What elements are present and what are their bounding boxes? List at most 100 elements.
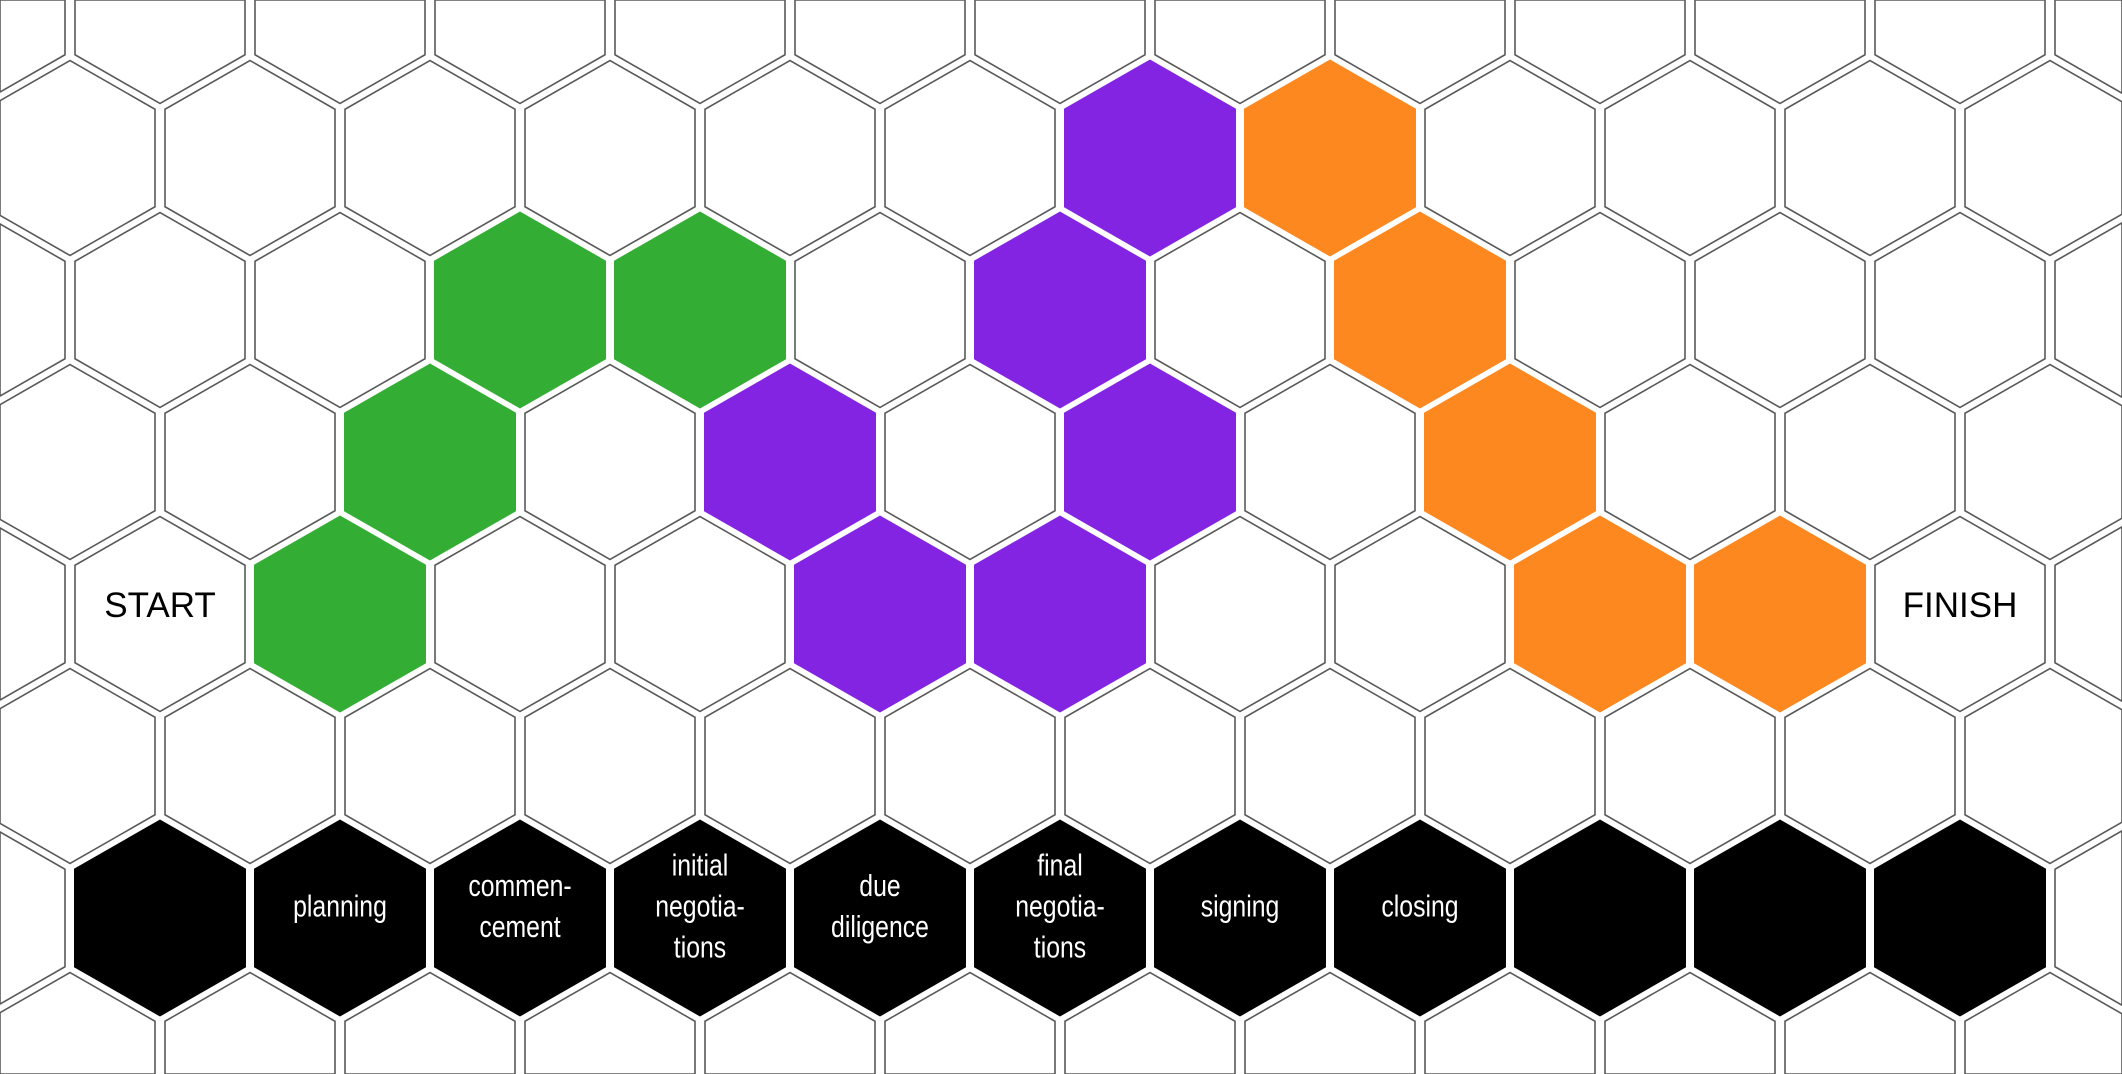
empty-hex-cell xyxy=(704,59,876,257)
empty-hex-cell xyxy=(524,363,696,561)
stage-hex-cell xyxy=(254,819,426,1017)
empty-hex-cell xyxy=(0,667,156,865)
empty-hex-cell xyxy=(1784,363,1956,561)
stage-label-initialnegotiations-line: tions xyxy=(673,929,727,965)
purple-path-cell xyxy=(974,211,1146,409)
empty-hex-cell xyxy=(1424,667,1596,865)
purple-path-cell xyxy=(1064,59,1236,257)
stage-label-commencement-line: cement xyxy=(479,909,561,944)
empty-hex-cell xyxy=(344,971,516,1074)
empty-hex-cell xyxy=(74,211,246,409)
empty-hex-cell xyxy=(1514,211,1686,409)
empty-hex-cell xyxy=(1604,363,1776,561)
stage-label-initialnegotiations-line: negotia- xyxy=(655,888,745,924)
empty-hex-cell xyxy=(1154,515,1326,713)
stage-hex-cell xyxy=(974,819,1146,1017)
finish-label-line: FINISH xyxy=(1902,586,2018,625)
empty-hex-cell xyxy=(164,971,336,1074)
empty-hex-cell xyxy=(1154,0,1326,105)
stage-hex-cell xyxy=(1694,819,1866,1017)
stage-label-finalnegotiations-line: tions xyxy=(1033,929,1087,965)
empty-hex-cell xyxy=(344,667,516,865)
orange-path-cell xyxy=(1334,211,1506,409)
stage-label-initialnegotiations-line: initial xyxy=(671,847,729,883)
empty-hex-cell xyxy=(1514,0,1686,105)
purple-path-cell xyxy=(1064,363,1236,561)
empty-hex-cell xyxy=(974,0,1146,105)
stage-hex-cell xyxy=(1874,819,2046,1017)
empty-hex-cell xyxy=(0,831,66,1005)
start-label-line: START xyxy=(104,586,216,625)
stage-label-commencement: commen-cement xyxy=(455,865,584,947)
empty-hex-cell xyxy=(1784,667,1956,865)
stage-label-commencement-line: commen- xyxy=(468,868,572,903)
empty-hex-cell xyxy=(74,515,246,713)
purple-path-cell xyxy=(974,515,1146,713)
empty-hex-cell xyxy=(254,211,426,409)
stage-hex-cell xyxy=(794,819,966,1017)
stage-hex-cell xyxy=(434,819,606,1017)
stage-label-finalnegotiations-line: negotia- xyxy=(1015,888,1105,924)
stage-label-initialnegotiations: initial negotia-tions xyxy=(644,845,756,968)
empty-hex-cell xyxy=(164,667,336,865)
empty-hex-cell xyxy=(794,211,966,409)
stage-label-closing-line: closing xyxy=(1381,888,1459,924)
orange-path-cell xyxy=(1244,59,1416,257)
empty-hex-cell xyxy=(794,0,966,105)
empty-hex-cell xyxy=(1244,667,1416,865)
empty-hex-cell xyxy=(1154,211,1326,409)
empty-hex-cell xyxy=(1604,667,1776,865)
empty-hex-cell xyxy=(1694,0,1866,105)
stage-hex-cell xyxy=(1334,819,1506,1017)
empty-hex-cell xyxy=(1424,59,1596,257)
empty-hex-cell xyxy=(1874,515,2046,713)
empty-hex-cell xyxy=(1964,667,2122,865)
empty-hex-cell xyxy=(884,971,1056,1074)
empty-hex-cell xyxy=(1244,971,1416,1074)
purple-path-cell xyxy=(794,515,966,713)
green-path-cell xyxy=(434,211,606,409)
finish-label: FINISH xyxy=(1903,586,2018,626)
empty-hex-cell xyxy=(704,667,876,865)
empty-hex-cell xyxy=(704,971,876,1074)
empty-hex-cell xyxy=(254,0,426,105)
stage-label-signing: signing xyxy=(1191,886,1289,927)
empty-hex-cell xyxy=(164,363,336,561)
empty-hex-cell xyxy=(524,59,696,257)
empty-hex-cell xyxy=(1244,363,1416,561)
stage-label-planning: planning xyxy=(281,886,398,927)
empty-hex-cell xyxy=(434,0,606,105)
empty-hex-cell xyxy=(164,59,336,257)
stage-label-duediligence-line: diligence xyxy=(831,909,929,944)
empty-hex-cell xyxy=(0,0,66,93)
green-path-cell xyxy=(254,515,426,713)
empty-hex-cell xyxy=(1784,59,1956,257)
stage-label-signing-line: signing xyxy=(1200,888,1280,924)
empty-hex-cell xyxy=(1064,971,1236,1074)
empty-hex-cell xyxy=(0,223,66,397)
stage-label-closing: closing xyxy=(1372,886,1469,927)
empty-hex-cell xyxy=(614,0,786,105)
empty-hex-cell xyxy=(1604,971,1776,1074)
empty-hex-cell xyxy=(1064,667,1236,865)
empty-hex-cell xyxy=(0,59,156,257)
stage-hex-cell xyxy=(1154,819,1326,1017)
empty-hex-cell xyxy=(0,527,66,701)
empty-hex-cell xyxy=(1964,971,2122,1074)
empty-hex-cell xyxy=(884,667,1056,865)
empty-hex-cell xyxy=(1604,59,1776,257)
stage-hex-cell xyxy=(1514,819,1686,1017)
purple-path-cell xyxy=(704,363,876,561)
empty-hex-cell xyxy=(1694,211,1866,409)
empty-hex-cell xyxy=(2054,829,2122,1007)
green-path-cell xyxy=(344,363,516,561)
empty-hex-cell xyxy=(1874,211,2046,409)
empty-hex-cell xyxy=(524,971,696,1074)
empty-hex-cell xyxy=(0,363,156,561)
empty-hex-cell xyxy=(344,59,516,257)
green-path-cell xyxy=(614,211,786,409)
empty-hex-cell xyxy=(2054,221,2122,399)
